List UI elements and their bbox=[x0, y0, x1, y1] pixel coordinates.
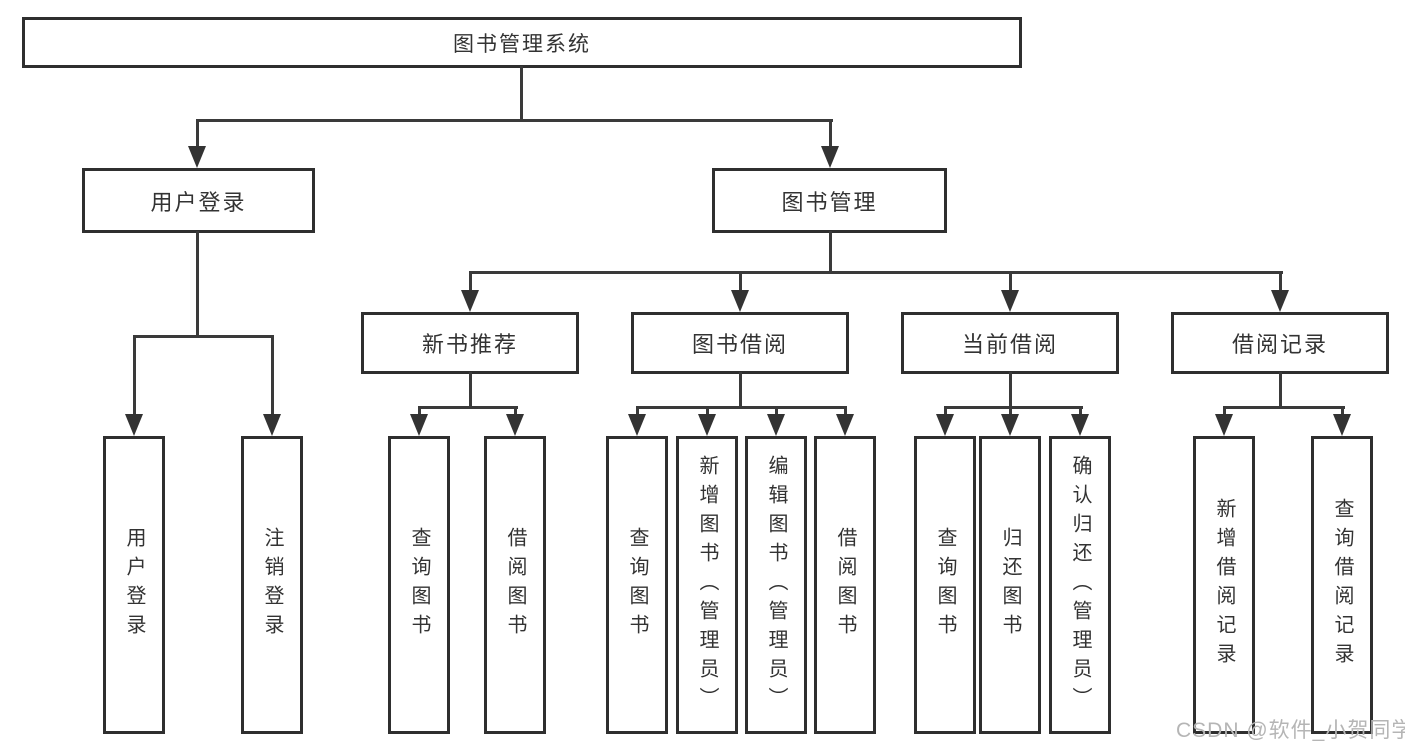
connector-shaft bbox=[1279, 271, 1282, 293]
arrow-down-icon bbox=[188, 146, 206, 168]
connector-l1-right-shaft bbox=[829, 119, 832, 149]
leaf-user-login-label: 用户登录 bbox=[123, 527, 145, 643]
leaf-query-books-current: 查询图书 bbox=[914, 436, 976, 734]
connector-shaft bbox=[1009, 271, 1012, 293]
arrow-down-icon bbox=[628, 414, 646, 436]
connector-shaft bbox=[844, 406, 847, 418]
leaf-borrow-books: 借阅图书 bbox=[814, 436, 876, 734]
node-borrow-records-label: 借阅记录 bbox=[1231, 332, 1328, 357]
node-book-management-label: 图书管理 bbox=[781, 189, 878, 215]
leaf-logout-label: 注销登录 bbox=[261, 527, 283, 643]
node-new-book-recommend: 新书推荐 bbox=[361, 312, 579, 374]
leaf-query-books-current-label: 查询图书 bbox=[934, 527, 956, 643]
arrow-down-icon bbox=[698, 414, 716, 436]
leaf-borrow-books-recommend: 借阅图书 bbox=[484, 436, 546, 734]
connector-shaft bbox=[706, 406, 709, 418]
node-root-label: 图书管理系统 bbox=[453, 32, 591, 56]
leaf-add-borrow-record-label: 新增借阅记录 bbox=[1213, 498, 1235, 672]
connector-stub bbox=[469, 372, 472, 408]
leaf-confirm-return-admin: 确认归还（管理员） bbox=[1049, 436, 1111, 734]
arrow-down-icon bbox=[1271, 290, 1289, 312]
connector-stub bbox=[1009, 372, 1012, 408]
node-root: 图书管理系统 bbox=[22, 17, 1022, 68]
connector-shaft bbox=[944, 406, 947, 418]
connector-shaft bbox=[418, 406, 421, 418]
node-book-borrow-label: 图书借阅 bbox=[691, 332, 788, 357]
connector-l1-left-shaft bbox=[196, 119, 199, 149]
arrow-down-icon bbox=[821, 146, 839, 168]
connector-user-login-stub bbox=[196, 231, 199, 337]
connector-shaft bbox=[1341, 406, 1344, 418]
arrow-down-icon bbox=[1001, 414, 1019, 436]
csdn-watermark: CSDN @软件_小贺同学 bbox=[1176, 719, 1405, 742]
connector-shaft bbox=[1079, 406, 1082, 418]
arrow-down-icon bbox=[767, 414, 785, 436]
arrow-down-icon bbox=[936, 414, 954, 436]
node-user-login: 用户登录 bbox=[82, 168, 315, 233]
connector-l1-bracket bbox=[196, 119, 833, 122]
connector-stub bbox=[1279, 372, 1282, 408]
arrow-down-icon bbox=[1333, 414, 1351, 436]
connector-shaft bbox=[775, 406, 778, 418]
node-user-login-label: 用户登录 bbox=[150, 189, 247, 215]
connector-book-management-stub bbox=[829, 231, 832, 273]
leaf-confirm-return-admin-label: 确认归还（管理员） bbox=[1069, 454, 1091, 716]
arrow-down-icon bbox=[836, 414, 854, 436]
leaf-borrow-books-label: 借阅图书 bbox=[834, 527, 856, 643]
leaf-borrow-books-recommend-label: 借阅图书 bbox=[504, 527, 526, 643]
leaf-add-book-admin-label: 新增图书（管理员） bbox=[696, 454, 718, 716]
leaf-query-books-borrow: 查询图书 bbox=[606, 436, 668, 734]
connector-shaft bbox=[739, 271, 742, 293]
leaf-user-login: 用户登录 bbox=[103, 436, 165, 734]
node-book-borrow: 图书借阅 bbox=[631, 312, 849, 374]
leaf-logout: 注销登录 bbox=[241, 436, 303, 734]
arrow-down-icon bbox=[1001, 290, 1019, 312]
connector-shaft bbox=[469, 271, 472, 293]
leaf-query-books-recommend: 查询图书 bbox=[388, 436, 450, 734]
node-borrow-records: 借阅记录 bbox=[1171, 312, 1389, 374]
connector-shaft bbox=[636, 406, 639, 418]
arrow-down-icon bbox=[1071, 414, 1089, 436]
arrow-down-icon bbox=[731, 290, 749, 312]
leaf-edit-book-admin: 编辑图书（管理员） bbox=[745, 436, 807, 734]
connector-l2-bracket bbox=[469, 271, 1283, 274]
leaf-query-borrow-record: 查询借阅记录 bbox=[1311, 436, 1373, 734]
leaf-query-books-borrow-label: 查询图书 bbox=[626, 527, 648, 643]
arrow-down-icon bbox=[410, 414, 428, 436]
leaf-add-borrow-record: 新增借阅记录 bbox=[1193, 436, 1255, 734]
arrow-down-icon bbox=[125, 414, 143, 436]
leaf-return-book: 归还图书 bbox=[979, 436, 1041, 734]
arrow-down-icon bbox=[506, 414, 524, 436]
leaf-query-books-recommend-label: 查询图书 bbox=[408, 527, 430, 643]
connector-shaft bbox=[271, 335, 274, 417]
connector-shaft bbox=[514, 406, 517, 418]
connector-shaft bbox=[133, 335, 136, 417]
connector-bracket bbox=[944, 406, 1083, 409]
connector-bracket bbox=[636, 406, 847, 409]
connector-stub bbox=[739, 372, 742, 408]
arrow-down-icon bbox=[1215, 414, 1233, 436]
connector-root-stub bbox=[520, 66, 523, 121]
node-current-borrow-label: 当前借阅 bbox=[961, 332, 1058, 357]
connector-shaft bbox=[1223, 406, 1226, 418]
connector-user-login-bracket bbox=[133, 335, 274, 338]
node-book-management: 图书管理 bbox=[712, 168, 947, 233]
connector-bracket bbox=[1223, 406, 1345, 409]
connector-bracket bbox=[418, 406, 518, 409]
node-new-book-recommend-label: 新书推荐 bbox=[421, 332, 518, 357]
leaf-return-book-label: 归还图书 bbox=[999, 527, 1021, 643]
arrow-down-icon bbox=[263, 414, 281, 436]
arrow-down-icon bbox=[461, 290, 479, 312]
connector-shaft bbox=[1009, 406, 1012, 418]
leaf-query-borrow-record-label: 查询借阅记录 bbox=[1331, 498, 1353, 672]
node-current-borrow: 当前借阅 bbox=[901, 312, 1119, 374]
leaf-edit-book-admin-label: 编辑图书（管理员） bbox=[765, 454, 787, 716]
leaf-add-book-admin: 新增图书（管理员） bbox=[676, 436, 738, 734]
